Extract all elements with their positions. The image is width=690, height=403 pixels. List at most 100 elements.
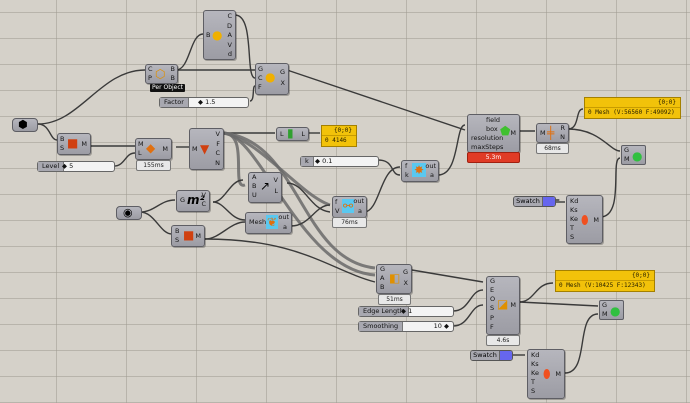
deconstruct-mesh-node[interactable]: M ▼ V F C N [189,128,224,170]
output-g: G [279,68,285,76]
mesh-script-node[interactable]: Mesh ❦ out a [245,212,292,234]
factor-value: 1.5 [205,98,216,106]
output-d: D [226,22,232,30]
area-node[interactable]: G m² V C [176,190,210,212]
swatch-1[interactable]: Swatch [513,196,556,207]
mesh-brep-node-2[interactable]: B S ■ M [171,225,205,247]
field-function-node[interactable]: f k ✸ out a [401,160,439,182]
output-c: C [227,12,232,20]
output-c: C [201,200,206,208]
subdivide-timer: 155ms [136,160,171,171]
slider-label: k [301,157,314,166]
custom-preview-node-2[interactable]: G M ● [599,300,624,320]
material-node-2[interactable]: Kd Ks Ke T S ⬮ M [527,349,565,399]
wire [518,301,599,307]
wire [37,123,58,141]
wire [113,152,136,167]
isosurface-node[interactable]: field box resolution maxSteps ⬟ M [467,114,520,153]
edge-length-slider[interactable]: Edge Length ◆ 1 [358,306,454,317]
output-a: a [358,207,362,215]
input-t: T [531,378,535,386]
input-g: G [624,146,630,154]
input-mesh: Mesh [249,218,267,226]
output-out: out [278,213,289,221]
input-ks: Ks [531,360,539,368]
input-g: G [602,301,608,309]
scale-icon: ● [265,70,276,84]
input-l: L [280,130,284,138]
wire [222,131,246,187]
input-p: P [490,314,494,322]
input-l: L [138,149,142,157]
area-icon: m² [187,193,205,207]
geometry-param[interactable]: ◉ [116,206,142,220]
deconstruct-box-node[interactable]: B ● C D A V d [203,10,236,60]
output-n: N [560,133,565,141]
swatch-color [500,351,512,360]
output-m: M [593,216,599,224]
input-f: F [258,83,262,91]
output-n: N [215,159,220,167]
output-b: B [170,65,175,73]
swatch-label: Swatch [471,351,500,360]
wire [290,204,331,227]
slider-value: ◆ 0.1 [315,157,333,165]
output-f: F [216,140,220,148]
input-b: B [206,31,211,39]
wire [139,199,176,213]
material-node[interactable]: Kd Ks Ke T S ⬮ M [566,195,603,244]
panel-header: {0;0} [322,126,356,136]
input-b: B [252,182,257,190]
subdivide-node[interactable]: M L ◆ M [135,138,172,160]
smoothing-slider[interactable]: Smoothing 10 ◆ [358,321,454,332]
k-slider[interactable]: k ◆ 0.1 [300,156,379,167]
input-b: B [60,135,65,143]
wire [234,14,256,79]
brep-param-icon: ⬢ [18,118,28,131]
mesh-panel-2[interactable]: {0;0} 0 Mesh (V:10425 F:12343) [555,270,655,292]
scale-node[interactable]: G C F ● G X [255,63,289,95]
input-m: M [602,310,608,318]
per-object-node[interactable]: C P ⬡ B B [145,64,178,84]
mesh-fix-icon: ╪ [547,126,555,140]
output-x: X [403,279,408,287]
level-slider[interactable]: Level ◆ 5 [37,161,115,172]
count-panel[interactable]: {0;0} 0 4146 [321,125,357,147]
deconstruct-mesh-icon: ▼ [200,142,210,156]
input-c: C [148,65,153,73]
output-l: L [274,187,278,195]
vector-script-node[interactable]: f V ⚯ out a [332,196,367,218]
wire [204,238,376,283]
factor-slider[interactable]: Factor ◆ 1.5 [159,97,249,108]
wire [437,124,466,176]
custom-preview-node[interactable]: G M ● [621,145,646,165]
swatch-2[interactable]: Swatch [470,350,513,361]
wire [204,221,246,240]
panel-header: {0;0} [556,271,654,281]
output-v: V [227,41,232,49]
brep-param[interactable]: ⬢ [12,118,38,132]
input-m: M [192,145,198,153]
mesh-fix-node[interactable]: M ╪ R N [536,123,569,143]
closest-point-node[interactable]: A B U ↗ V L [248,172,282,203]
slider-value: 10 ◆ [433,322,449,330]
input-f: f [335,198,338,206]
boolean-node[interactable]: G A B ◧ G X [376,264,412,294]
deconstruct-icon: ● [212,28,223,42]
vector-script-icon: ⚯ [342,199,354,213]
k-value: 0.1 [322,157,333,165]
input-resolution: resolution [471,134,504,142]
wire [564,313,599,374]
mesh-brep-node[interactable]: B S ■ M [57,133,91,155]
input-a: A [380,274,385,282]
mesh-panel-1[interactable]: {0;0} 0 Mesh (V:56560 F:49092) [584,97,681,119]
wire [411,269,484,283]
wire [452,304,484,327]
remesh-node[interactable]: G E O S P F ◪ M [486,276,520,335]
input-m: M [540,129,546,137]
list-length-node[interactable]: L ▮ L [276,126,309,141]
mesh-fix-timer: 68ms [536,143,569,154]
output-r: R [560,124,565,132]
box-icon: ⬡ [155,67,166,81]
